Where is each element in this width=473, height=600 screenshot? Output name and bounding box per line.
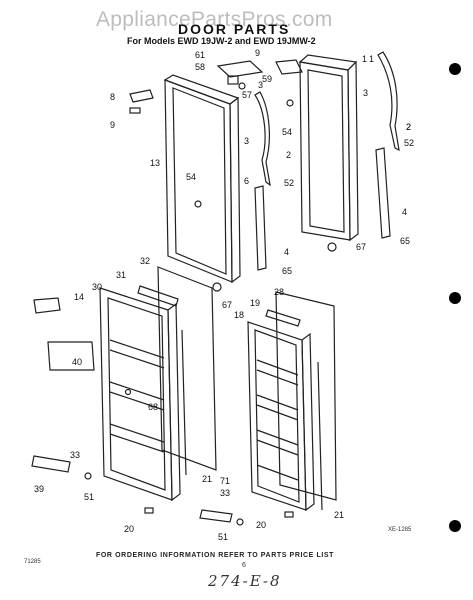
callout-label: 28 bbox=[274, 287, 284, 297]
callout-label: 52 bbox=[284, 178, 294, 188]
callout-labels: 61 9 58 59 57 8 9 1 3 2 54 13 3 2 6 52 5… bbox=[34, 48, 414, 542]
punch-hole-top bbox=[449, 63, 461, 75]
callout-label: 40 bbox=[72, 357, 82, 367]
bushing-58 bbox=[227, 75, 239, 85]
screw-51-left bbox=[84, 472, 92, 480]
ordering-note: FOR ORDERING INFORMATION REFER TO PARTS … bbox=[96, 552, 335, 559]
handwritten-note: 274-E-8 bbox=[208, 572, 282, 590]
callout-label: 2 bbox=[286, 150, 291, 160]
hinge-bracket-61-59 bbox=[216, 60, 264, 78]
callout-label: 8 bbox=[110, 92, 115, 102]
callout-label: 54 bbox=[186, 172, 196, 182]
callout-label: 20 bbox=[124, 524, 134, 534]
callout-label: 6 bbox=[244, 176, 249, 186]
callout-label: 67 bbox=[356, 242, 366, 252]
callout-label: 2 bbox=[406, 122, 411, 132]
callout-label: 51 bbox=[218, 532, 228, 542]
callout-label: 59 bbox=[262, 74, 272, 84]
screw-51-right bbox=[236, 518, 244, 526]
plug-54 bbox=[194, 200, 202, 208]
screw-20-left bbox=[144, 507, 154, 514]
callout-label: 31 bbox=[116, 270, 126, 280]
callout-label: 3 bbox=[258, 80, 263, 90]
page-subtitle: For Models EWD 19JW-2 and EWD 19JMW-2 bbox=[127, 36, 316, 46]
callout-label: 61 bbox=[195, 50, 205, 60]
callout-label: 30 bbox=[92, 282, 102, 292]
callout-label: 39 bbox=[34, 484, 44, 494]
bar-19 bbox=[265, 309, 301, 327]
stop-39 bbox=[31, 455, 71, 473]
callout-label: 1 bbox=[369, 54, 374, 64]
callout-label: 19 bbox=[250, 298, 260, 308]
reference-code: XE-1285 bbox=[388, 527, 412, 533]
callout-label: 1 bbox=[362, 54, 367, 64]
callout-label: 18 bbox=[234, 310, 244, 320]
callout-label: 3 bbox=[244, 136, 249, 146]
callout-label: 65 bbox=[400, 236, 410, 246]
callout-label: 9 bbox=[255, 48, 260, 58]
punch-hole-bottom bbox=[449, 520, 461, 532]
trim-40 bbox=[47, 341, 95, 371]
door-panel-30 bbox=[99, 287, 181, 502]
door-liner-13 bbox=[163, 74, 241, 284]
handle-strip-4-left bbox=[254, 185, 267, 271]
callout-label: 3 bbox=[363, 88, 368, 98]
document-code: 71285 bbox=[24, 559, 41, 565]
watermark-text: AppliancePartsPros.com bbox=[96, 8, 333, 31]
callout-label: 14 bbox=[74, 292, 84, 302]
strip-21-right bbox=[317, 361, 323, 511]
callout-label: 68 bbox=[148, 402, 158, 412]
callout-label: 33 bbox=[220, 488, 230, 498]
callout-label: 57 bbox=[242, 90, 252, 100]
callout-label: 4 bbox=[402, 207, 407, 217]
hinge-bracket-8 bbox=[129, 89, 154, 103]
callout-label: 20 bbox=[256, 520, 266, 530]
callout-label: 54 bbox=[282, 127, 292, 137]
callout-label: 51 bbox=[84, 492, 94, 502]
callout-label: 52 bbox=[404, 138, 414, 148]
page-number: 6 bbox=[242, 562, 246, 569]
door-panel-18 bbox=[247, 321, 315, 512]
gasket-32 bbox=[157, 266, 217, 471]
door-liner-1 bbox=[298, 54, 359, 242]
callout-label: 2 bbox=[406, 122, 411, 132]
callout-label: 9 bbox=[110, 120, 115, 130]
callout-label: 21 bbox=[202, 474, 212, 484]
callout-label: 65 bbox=[282, 266, 292, 276]
strip-21-left bbox=[181, 329, 187, 476]
callout-label: 32 bbox=[140, 256, 150, 266]
callout-label: 67 bbox=[222, 300, 232, 310]
screw-9 bbox=[129, 107, 141, 114]
plug-68 bbox=[124, 388, 132, 396]
callout-label: 13 bbox=[150, 158, 160, 168]
callout-label: 4 bbox=[284, 247, 289, 257]
plug-57 bbox=[238, 82, 246, 90]
callout-label: 58 bbox=[195, 62, 205, 72]
gasket-28 bbox=[275, 291, 337, 501]
punch-hole-middle bbox=[449, 292, 461, 304]
callout-label: 71 bbox=[220, 476, 230, 486]
page-title: DOOR PARTS bbox=[178, 21, 291, 37]
callout-label: 21 bbox=[334, 510, 344, 520]
callout-label: 33 bbox=[70, 450, 80, 460]
stop-71 bbox=[199, 509, 233, 523]
handle-2-left bbox=[254, 91, 271, 187]
plug-54b bbox=[286, 99, 294, 107]
hinge-67-upper bbox=[212, 282, 222, 292]
shelf-14 bbox=[33, 297, 61, 314]
handle-2-right bbox=[377, 51, 400, 152]
hinge-top-9 bbox=[275, 59, 303, 75]
bar-31 bbox=[137, 285, 179, 307]
handle-strip-4-right bbox=[375, 147, 391, 239]
screw-20-right bbox=[284, 511, 294, 518]
hinge-67-right bbox=[327, 242, 337, 252]
